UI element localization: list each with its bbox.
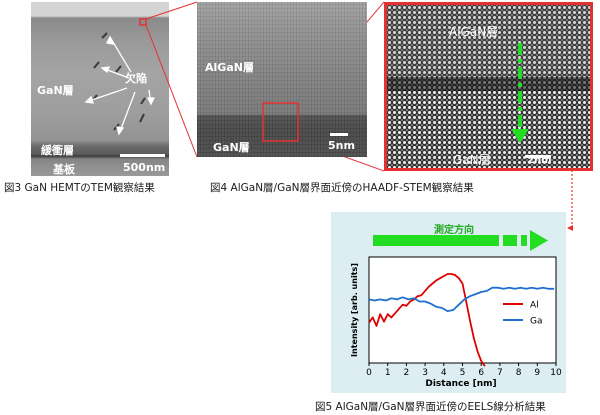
- x-tick-label: 9: [534, 368, 540, 378]
- fig5-caption: 図5 AlGaN層/GaN層界面近傍のEELS線分析結果: [315, 401, 546, 413]
- defect-mark: [101, 32, 108, 39]
- zoom-scale-bar-line: [525, 155, 551, 158]
- tem-defects-overlay: [84, 18, 165, 157]
- defect-mark: [139, 113, 145, 123]
- measurement-arrowhead: [511, 129, 529, 143]
- x-tick-label: 2: [404, 368, 410, 378]
- series-lines: [368, 273, 555, 367]
- scale-bar-label: 5nm: [328, 139, 355, 152]
- dotted-connector-arrowhead: [567, 225, 573, 231]
- stem-micrograph: AlGaN層 GaN層 5nm: [197, 2, 367, 157]
- fig4-caption: 図4 AlGaN層/GaN層界面近傍のHAADF-STEM観察結果: [210, 182, 474, 194]
- substrate-label: 基板: [53, 163, 75, 176]
- x-tick-label: 6: [478, 368, 484, 378]
- gan-layer-label: GaN層: [213, 141, 250, 154]
- fig3-caption: 図3 GaN HEMTのTEM観察結果: [4, 182, 155, 194]
- zoom-scale-bar-label: 2nm: [527, 155, 552, 166]
- x-axis-ticks: 0 1 2 3 4 5 6 7 8 9 10: [366, 363, 562, 378]
- legend-label: Al: [530, 301, 539, 311]
- zoom-algan-label: AlGaN層: [449, 25, 499, 39]
- series-line-ga: [368, 286, 555, 312]
- algan-layer-label: AlGaN層: [205, 61, 254, 74]
- defect-mark: [140, 97, 146, 105]
- legend-label: Ga: [530, 317, 543, 327]
- banner-dash: [521, 235, 527, 246]
- connector-line: [145, 24, 198, 158]
- x-tick-label: 5: [460, 368, 466, 378]
- connector-line: [145, 1, 198, 20]
- buffer-layer-label: 緩衝層: [41, 144, 74, 157]
- banner-bar: [373, 235, 499, 246]
- plot-area: [368, 256, 557, 364]
- x-axis-label: Distance [nm]: [425, 379, 496, 389]
- x-tick-label: 10: [550, 368, 562, 378]
- stem-overlay: [262, 102, 348, 142]
- x-tick-label: 8: [516, 368, 522, 378]
- direction-banner: 測定方向: [373, 223, 548, 251]
- x-tick-label: 7: [497, 368, 503, 378]
- defect-mark: [93, 61, 100, 69]
- tem-micrograph: 欠陥 GaN層 緩衝層 基板 500nm: [31, 2, 169, 176]
- y-axis-label: Intensity [arb. units]: [350, 263, 359, 357]
- zoom-algan-region: [387, 5, 590, 90]
- highlight-square: [262, 102, 299, 142]
- x-tick-label: 3: [422, 368, 428, 378]
- scale-bar-label: 500nm: [123, 161, 166, 174]
- stem-texture: [197, 2, 367, 157]
- defect-mark: [115, 65, 122, 73]
- zoom-interface-band: [387, 77, 590, 91]
- scale-bar-line: [120, 154, 165, 157]
- eels-line-chart: 測定方向 0 1 2 3 4 5 6 7 8 9 10 Distance [nm] Intensit…: [350, 223, 562, 389]
- scale-bar-line: [330, 133, 348, 136]
- banner-label: 測定方向: [434, 223, 474, 236]
- defect-pointers: [84, 35, 156, 136]
- highlight-square: [139, 18, 147, 26]
- banner-dash: [503, 235, 517, 246]
- x-tick-label: 1: [385, 368, 391, 378]
- stem-zoom-micrograph: AlGaN層 GaN層 2nm: [384, 2, 593, 171]
- defect-label: 欠陥: [125, 72, 147, 85]
- zoom-gan-label: GaN層: [453, 153, 491, 167]
- legend: AlGa: [503, 301, 543, 327]
- zoom-overlay: [511, 43, 551, 158]
- gan-layer-label: GaN層: [37, 84, 74, 97]
- x-tick-label: 0: [366, 368, 372, 378]
- x-tick-label: 4: [441, 368, 447, 378]
- banner-arrowhead: [530, 230, 548, 251]
